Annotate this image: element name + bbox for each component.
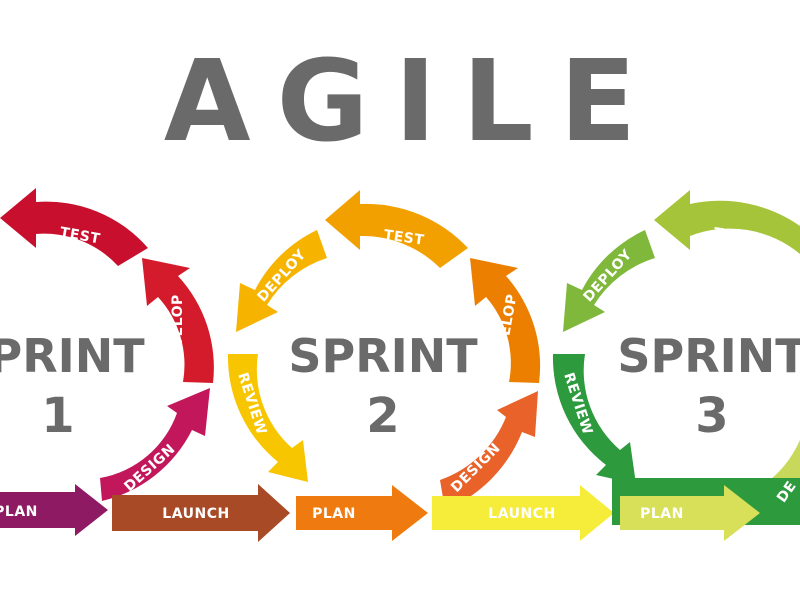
sprint-3-deploy-arrow	[563, 230, 655, 332]
sprint-3-word: SPRINT	[617, 329, 800, 383]
sprint-2-cycle: DEPLOY TEST DEVELOP REVIEW DESIGN PLAN L…	[227, 190, 614, 541]
sprint-2-plan-label: PLAN	[312, 506, 356, 522]
sprint-2-design-arrow	[440, 391, 538, 510]
sprint-1-test-arrow	[0, 188, 148, 266]
sprint-2-review-arrow	[227, 354, 308, 482]
page-title: AGILE	[163, 37, 663, 167]
sprint-2-launch-arrow	[432, 485, 614, 541]
sprint-2-test-label: TEST	[383, 227, 426, 249]
sprint-3-review-arrow	[552, 354, 636, 484]
sprint-3-test-label: TEST	[713, 225, 756, 247]
sprint-1-word: SPRINT	[0, 329, 145, 383]
sprint-3-cycle: DEPLOY TEST REVIEW DE PLAN SPRINT 3	[552, 190, 800, 541]
sprint-1-test-label: TEST	[59, 225, 102, 248]
sprint-1-launch-arrow	[112, 484, 290, 542]
sprint-3-plan-label: PLAN	[640, 506, 684, 522]
sprint-1-plan-arrow	[0, 484, 108, 536]
sprint-1-plan-label: PLAN	[0, 504, 38, 520]
sprint-2-word: SPRINT	[288, 329, 478, 383]
sprint-1-develop-label: DEVELOP	[170, 294, 186, 370]
sprint-3-number: 3	[695, 388, 728, 444]
sprint-1-launch-label: LAUNCH	[162, 506, 229, 522]
sprint-3-plan-arrow	[620, 485, 760, 541]
sprint-2-deploy-arrow	[236, 230, 327, 332]
sprint-3-test-arrow	[654, 190, 800, 254]
sprint-1-design-arrow	[100, 388, 210, 501]
sprint-1-develop-arrow	[142, 258, 214, 383]
sprint-2-launch-label: LAUNCH	[488, 506, 555, 522]
sprint-2-number: 2	[366, 388, 399, 444]
sprint-1-number: 1	[41, 388, 74, 444]
sprint-2-test-arrow	[325, 190, 468, 268]
sprint-2-develop-arrow	[470, 258, 541, 383]
sprint-2-plan-arrow	[296, 485, 428, 541]
